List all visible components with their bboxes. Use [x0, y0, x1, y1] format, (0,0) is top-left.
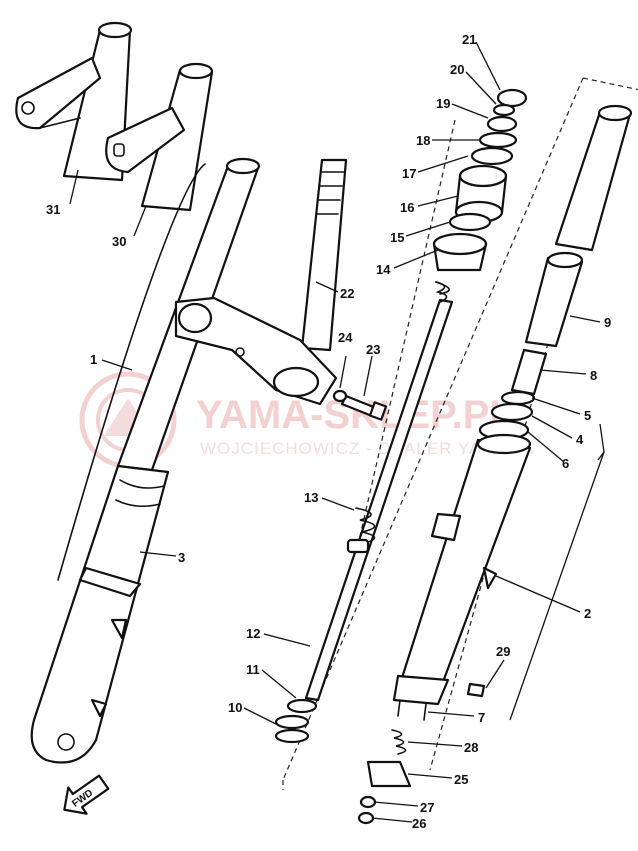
callout-12: 12 [246, 626, 260, 641]
part-9-fork-tube [524, 104, 633, 348]
part-7-stud [397, 699, 427, 721]
part-17-bearing-race [470, 146, 514, 166]
part-13-rebound-spring [346, 507, 376, 554]
callout-22: 22 [340, 286, 354, 301]
part-20-ring-nut [492, 103, 516, 117]
callout-19: 19 [436, 96, 450, 111]
part-29-drain-bolt [466, 682, 486, 698]
callout-9: 9 [604, 315, 611, 330]
callout-25: 25 [454, 772, 468, 787]
callout-30: 30 [112, 234, 126, 249]
part-4-oil-seal [490, 402, 534, 422]
part-25-axle-holder [366, 760, 412, 788]
callout-10: 10 [228, 700, 242, 715]
part-21-cap [496, 88, 528, 108]
callout-1: 1 [90, 352, 97, 367]
callout-3: 3 [178, 550, 185, 565]
callout-28: 28 [464, 740, 478, 755]
callout-4: 4 [576, 432, 584, 447]
callout-27: 27 [420, 800, 434, 815]
callout-labels: 31 30 1 3 22 24 23 21 20 19 18 17 16 15 … [46, 32, 611, 831]
part-1-left-fork-assembly [30, 157, 261, 764]
fwd-arrow-icon: FWD [63, 774, 110, 815]
callout-20: 20 [450, 62, 464, 77]
part-19-nut [486, 115, 518, 133]
callout-31: 31 [46, 202, 60, 217]
callout-29: 29 [496, 644, 510, 659]
part-18-washer [478, 131, 518, 149]
watermark-subtitle: WOJCIECHOWICZ - DEALER YAMAHA [200, 439, 534, 458]
watermark: YAMA-SKLEP.PL WOJCIECHOWICZ - DEALER YAM… [79, 371, 534, 469]
group-bracket-tick [597, 451, 605, 461]
callout-7: 7 [478, 710, 485, 725]
callout-15: 15 [390, 230, 404, 245]
callout-14: 14 [376, 262, 391, 277]
part-30-headlight-bracket [105, 62, 214, 212]
callout-11: 11 [246, 662, 260, 677]
callout-26: 26 [412, 816, 426, 831]
leader-lines [69, 41, 601, 823]
callout-13: 13 [304, 490, 318, 505]
callout-16: 16 [400, 200, 414, 215]
part-2-outer-slider [392, 433, 532, 706]
part-5-circlip [500, 390, 536, 406]
callout-17: 17 [402, 166, 416, 181]
part-15-seal [448, 212, 492, 232]
part-28-spring [391, 729, 407, 755]
part-26-nut [357, 811, 375, 825]
group-bracket [509, 423, 605, 721]
callout-24: 24 [338, 330, 353, 345]
part-27-washer [359, 795, 377, 809]
callout-23: 23 [366, 342, 380, 357]
part-14-dust-cover [432, 232, 488, 295]
callout-5: 5 [584, 408, 591, 423]
part-23-pinch-bolt [340, 394, 388, 421]
callout-18: 18 [416, 133, 430, 148]
part-11-piston-ring [286, 698, 318, 714]
part-24-washer [332, 389, 348, 403]
callout-8: 8 [590, 368, 597, 383]
part-22-under-bracket [174, 158, 348, 406]
callout-2: 2 [584, 606, 591, 621]
callout-21: 21 [462, 32, 476, 47]
part-10-oil-lock-piece [274, 714, 310, 744]
callout-6: 6 [562, 456, 569, 471]
part-8-spacer [510, 348, 548, 396]
